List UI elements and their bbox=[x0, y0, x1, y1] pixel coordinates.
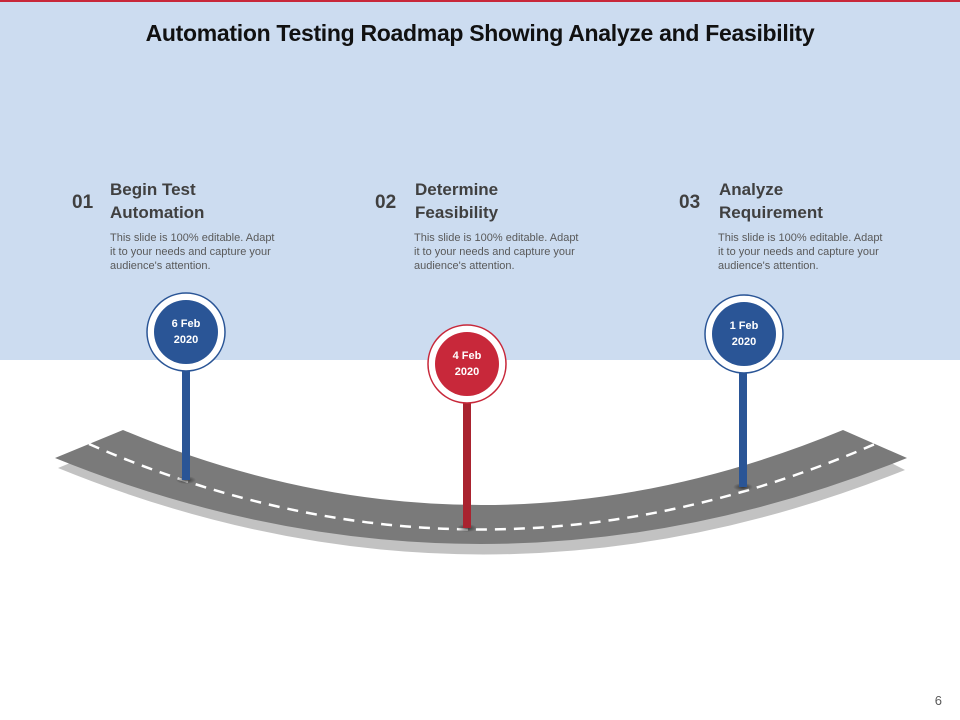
pin-date-line: 2020 bbox=[454, 366, 480, 378]
step-description-01: This slide is 100% editable. Adapt it to… bbox=[110, 231, 300, 273]
step-heading-01: Begin Test Automation bbox=[110, 178, 204, 224]
step-description-02: This slide is 100% editable. Adapt it to… bbox=[414, 231, 604, 273]
step-description-line: audience's attention. bbox=[414, 260, 515, 272]
step-number-01: 01 bbox=[72, 192, 94, 213]
step-description-line: it to your needs and capture your bbox=[110, 246, 271, 258]
step-heading-line: Feasibility bbox=[415, 203, 499, 222]
road bbox=[55, 430, 907, 544]
step-description-line: audience's attention. bbox=[110, 260, 211, 272]
pin-date-line: 2020 bbox=[173, 334, 199, 346]
step-number-03: 03 bbox=[679, 192, 701, 213]
step-description-line: This slide is 100% editable. Adapt bbox=[414, 232, 579, 244]
pin-date-line: 1 Feb bbox=[729, 320, 759, 332]
milestone-pin-1 bbox=[146, 292, 226, 484]
step-heading-line: Automation bbox=[110, 203, 205, 222]
pin-date-1: 6 Feb 2020 bbox=[156, 316, 216, 348]
step-description-line: it to your needs and capture your bbox=[414, 246, 575, 258]
top-accent-rule bbox=[0, 0, 960, 2]
header-band bbox=[0, 2, 960, 360]
step-heading-line: Begin Test bbox=[110, 180, 196, 199]
step-description-line: This slide is 100% editable. Adapt bbox=[110, 232, 275, 244]
step-number-02: 02 bbox=[375, 192, 397, 213]
pin-date-3: 1 Feb 2020 bbox=[714, 318, 774, 350]
pin-date-line: 6 Feb bbox=[171, 318, 201, 330]
step-description-line: it to your needs and capture your bbox=[718, 246, 879, 258]
milestone-pin-3 bbox=[704, 294, 784, 491]
step-heading-03: Analyze Requirement bbox=[719, 178, 823, 224]
page-number: 6 bbox=[934, 693, 942, 708]
pin-date-2: 4 Feb 2020 bbox=[437, 348, 497, 380]
road-center-line bbox=[88, 442, 876, 531]
pin-date-line: 4 Feb bbox=[452, 350, 482, 362]
slide-title: Automation Testing Roadmap Showing Analy… bbox=[145, 20, 815, 46]
step-heading-line: Determine bbox=[415, 180, 499, 199]
milestone-pin-2 bbox=[427, 324, 507, 532]
road-shadow bbox=[58, 440, 905, 555]
pin-date-line: 2020 bbox=[731, 336, 757, 348]
step-heading-02: Determine Feasibility bbox=[415, 178, 498, 224]
step-description-03: This slide is 100% editable. Adapt it to… bbox=[718, 231, 908, 273]
step-description-line: audience's attention. bbox=[718, 260, 819, 272]
step-heading-line: Analyze bbox=[719, 180, 784, 199]
step-heading-line: Requirement bbox=[719, 203, 823, 222]
step-description-line: This slide is 100% editable. Adapt bbox=[718, 232, 883, 244]
